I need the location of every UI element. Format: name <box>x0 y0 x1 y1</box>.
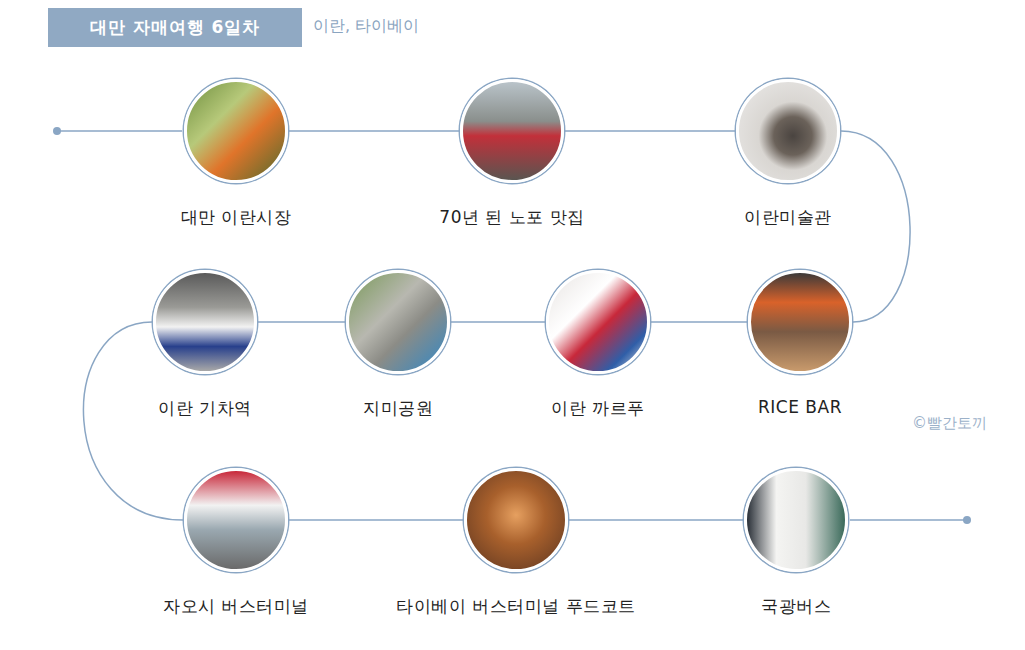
timeline-connector <box>258 322 345 323</box>
photo-circle: 타이베이 버스터미널 푸드코트 <box>464 468 568 572</box>
watermark: ©빨간토끼 <box>912 414 987 433</box>
timeline-connector <box>289 520 463 521</box>
timeline-connector <box>569 520 743 521</box>
photo-circle: 이란 까르푸 <box>546 270 650 374</box>
timeline-connector <box>289 131 459 132</box>
stop-label: 이란미술관 <box>744 206 832 229</box>
photo-circle: 이란미술관 <box>736 79 840 183</box>
title-band: 대만 자매여행 6일차 <box>48 8 302 47</box>
stop-label: 이란 까르푸 <box>551 397 644 420</box>
stop-label: 이란 기차역 <box>158 397 251 420</box>
photo-circle: 지미공원 <box>346 270 450 374</box>
photo-circle: 자오시 버스터미널 <box>184 468 288 572</box>
photo-circle: RICE BAR <box>748 270 852 374</box>
tail-line <box>850 519 967 521</box>
stop-label: 70년 된 노포 맛집 <box>439 206 584 229</box>
timeline-connector <box>651 322 747 323</box>
stop-label: 국광버스 <box>761 595 831 618</box>
stop-label: 자오시 버스터미널 <box>163 595 309 618</box>
photo-circle: 70년 된 노포 맛집 <box>460 79 564 183</box>
timeline-connector <box>841 131 910 322</box>
subtitle: 이란, 타이베이 <box>313 16 419 37</box>
stop-label: 대만 이란시장 <box>181 206 292 229</box>
end-dot <box>963 516 971 524</box>
photo-circle: 이란 기차역 <box>153 270 257 374</box>
timeline-connector <box>451 322 545 323</box>
title-text: 대만 자매여행 6일차 <box>90 16 261 39</box>
lead-line <box>57 130 182 132</box>
stop-label: 타이베이 버스터미널 푸드코트 <box>396 595 635 618</box>
timeline-connector <box>565 131 735 132</box>
photo-circle: 대만 이란시장 <box>184 79 288 183</box>
photo-circle: 국광버스 <box>744 468 848 572</box>
stop-label: 지미공원 <box>363 397 433 420</box>
stop-label: RICE BAR <box>758 397 842 417</box>
